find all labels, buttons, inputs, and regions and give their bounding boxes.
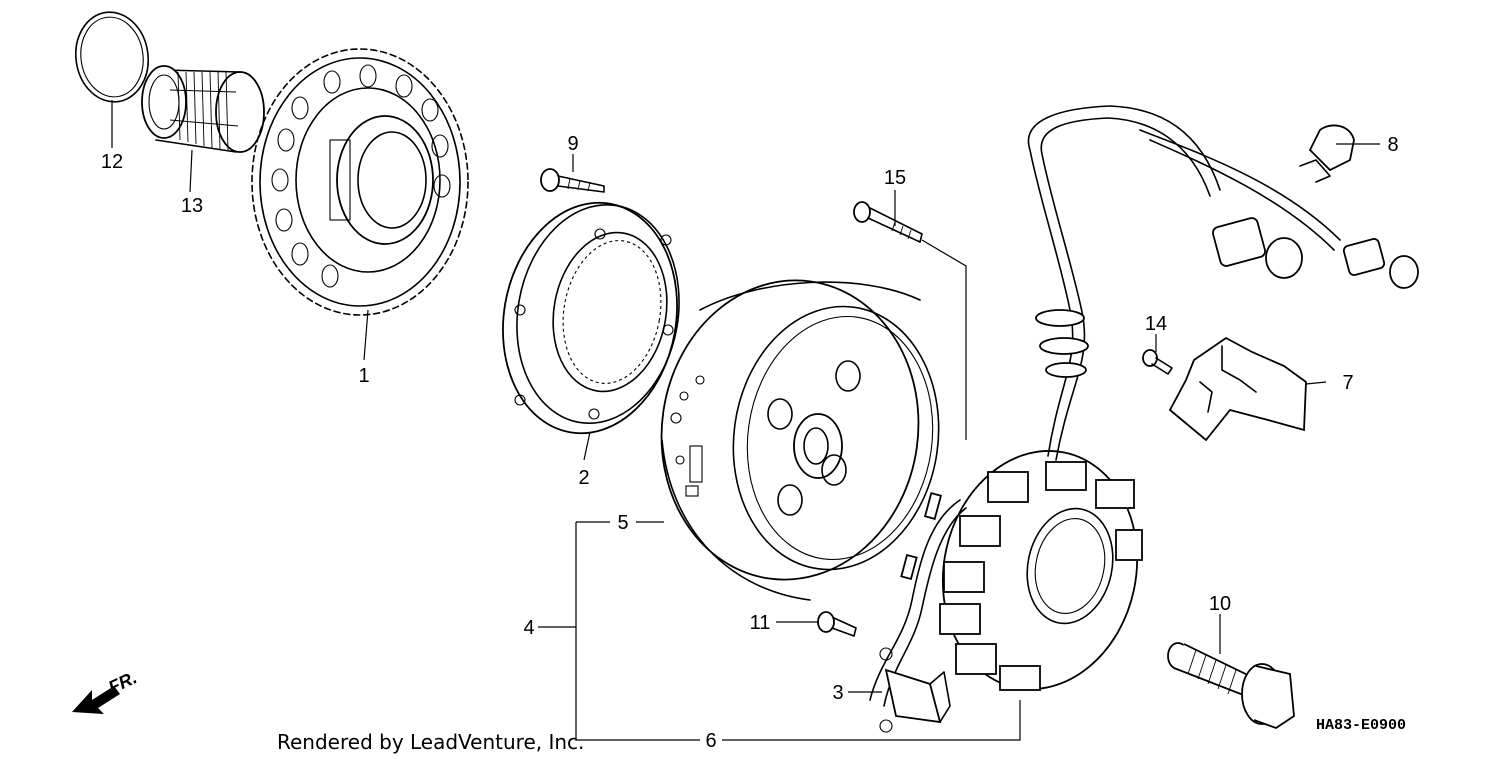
part-9-bolt[interactable] [540, 168, 605, 193]
callout-3: 3 [832, 682, 843, 704]
callout-labels: 12 13 1 9 2 5 4 6 3 11 15 8 14 7 10 [101, 133, 1399, 752]
callout-13: 13 [181, 195, 203, 217]
callout-14: 14 [1145, 313, 1167, 335]
diagram-code: HA83-E0900 [1316, 717, 1406, 734]
callout-10: 10 [1209, 593, 1231, 615]
callout-11: 11 [750, 612, 771, 634]
front-direction-indicator: FR. [72, 667, 140, 714]
part-15-long-bolt[interactable] [853, 201, 923, 243]
render-credit: Rendered by LeadVenture, Inc. [277, 730, 584, 754]
part-14-bolt[interactable] [1142, 349, 1173, 375]
leader-lines [111, 100, 1380, 741]
part-8-clamp[interactable] [1299, 124, 1355, 183]
part-11-bolt[interactable] [817, 611, 857, 637]
part-10-flange-bolt[interactable] [1167, 642, 1295, 730]
part-1-starter-driven-gear[interactable] [251, 48, 469, 316]
callout-7: 7 [1342, 372, 1353, 394]
part-6-stator[interactable] [869, 105, 1419, 707]
part-5-flywheel[interactable] [642, 264, 955, 601]
callout-1: 1 [358, 365, 369, 387]
part-7-wire-cover[interactable] [1168, 336, 1307, 442]
callout-4: 4 [523, 617, 534, 639]
callout-9: 9 [567, 133, 578, 155]
callout-5: 5 [617, 512, 628, 534]
callout-8: 8 [1387, 134, 1398, 156]
callout-12: 12 [101, 151, 123, 173]
callout-2: 2 [578, 467, 589, 489]
part-3-pulse-generator[interactable] [879, 647, 951, 733]
part-2-starter-clutch[interactable] [485, 189, 696, 447]
part-13-needle-bearing[interactable] [141, 65, 265, 153]
part-12-snap-ring[interactable] [70, 7, 154, 106]
front-arrow-icon [72, 686, 120, 714]
callout-15: 15 [884, 167, 906, 189]
callout-6: 6 [705, 730, 716, 752]
